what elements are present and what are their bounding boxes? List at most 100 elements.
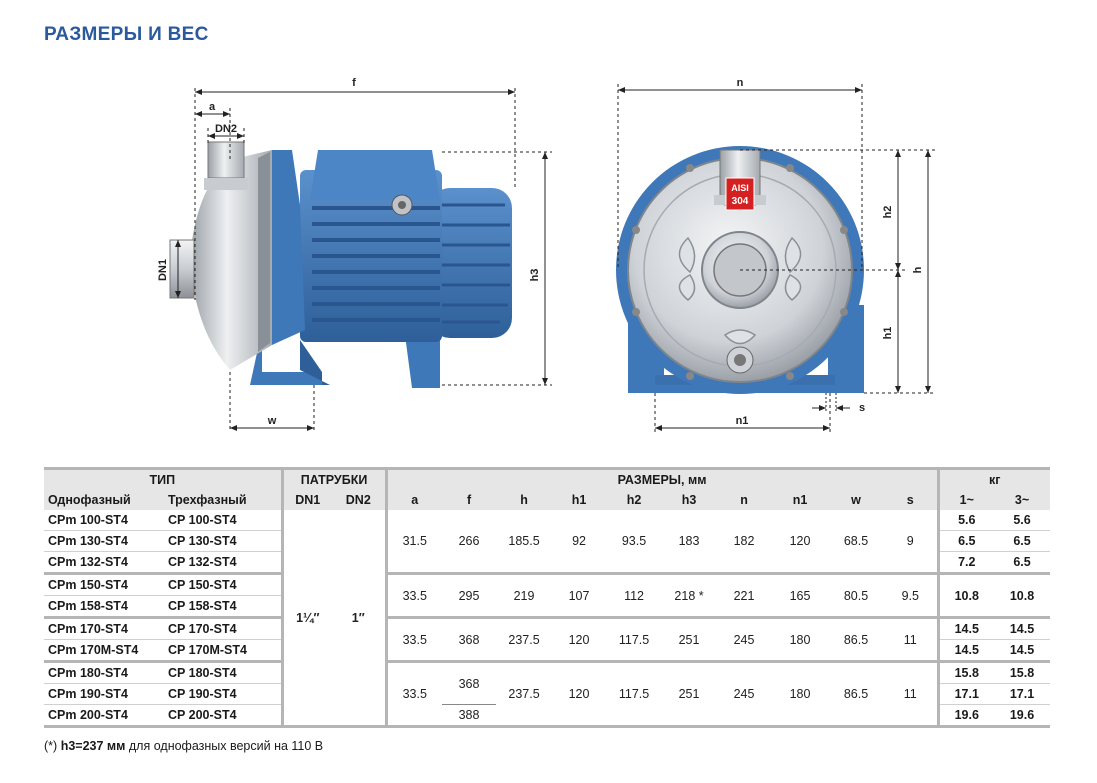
svg-text:304: 304 xyxy=(732,196,749,207)
dim-h: 219 xyxy=(496,573,553,619)
dim-w: 80.5 xyxy=(828,573,885,619)
dim-h1: 92 xyxy=(552,510,607,575)
dim-h2: 112 xyxy=(606,573,663,619)
model-three-phase: CP 200-ST4 xyxy=(164,704,283,728)
dim-h: 185.5 xyxy=(496,510,553,575)
model-single-phase: CPm 180-ST4 xyxy=(44,661,164,684)
model-three-phase: CP 130-ST4 xyxy=(164,530,283,552)
model-single-phase: CPm 170-ST4 xyxy=(44,617,164,640)
dim-h3: 183 xyxy=(662,510,717,575)
dim-h1: 120 xyxy=(552,617,607,663)
weight-1ph: 19.6 xyxy=(936,704,995,728)
dim-w: 68.5 xyxy=(828,510,885,575)
dim-n: 245 xyxy=(716,617,773,663)
table-row: CPm 100-ST4 CP 100-ST4 1¼″ 1″ 31.5 266 1… xyxy=(44,510,1051,728)
dim-s: 11 xyxy=(884,617,939,663)
dim-n: 182 xyxy=(716,510,773,575)
weight-3ph: 5.6 xyxy=(994,510,1051,531)
dim-n1-label: n1 xyxy=(736,415,749,427)
weight-3ph: 19.6 xyxy=(994,704,1051,728)
dim-h: 237.5 xyxy=(496,617,553,663)
table-row: CPm 190-ST4 CP 190-ST4 17.1 17.1 xyxy=(44,683,1051,705)
col-header-dn1: DN1 xyxy=(280,490,333,510)
dim-h3: 251 xyxy=(662,617,717,663)
front-view-dimensions xyxy=(617,84,935,432)
dim-n1: 180 xyxy=(772,617,829,663)
dim-h2-label: h2 xyxy=(882,206,894,219)
dim-h1: 107 xyxy=(552,573,607,619)
table-row: CPm 180-ST4 CP 180-ST4 33.5 368 237.5 12… xyxy=(44,661,1051,728)
table-row: CPm 150-ST4 CP 150-ST4 33.5 295 219 107 … xyxy=(44,573,1051,619)
side-view-pump xyxy=(169,141,512,388)
col-header-w: w xyxy=(828,490,885,510)
weight-3ph: 17.1 xyxy=(994,683,1051,705)
footnote: (*) h3=237 мм для однофазных версий на 1… xyxy=(44,739,323,753)
page-title: РАЗМЕРЫ И ВЕС xyxy=(44,24,209,45)
dn2-value: 1″ xyxy=(332,510,387,728)
weight-3ph: 10.8 xyxy=(994,573,1051,619)
dim-h3-label: h3 xyxy=(529,269,541,282)
dim-h: 237.5 xyxy=(496,661,553,728)
dim-f: 388 xyxy=(442,704,497,728)
model-single-phase: CPm 132-ST4 xyxy=(44,551,164,575)
svg-text:AISI: AISI xyxy=(731,183,749,193)
dim-f: 368 xyxy=(442,661,497,705)
weight-3ph: 14.5 xyxy=(994,639,1051,663)
weight-1ph: 17.1 xyxy=(936,683,995,705)
dim-a: 33.5 xyxy=(384,617,443,663)
col-header-n1: n1 xyxy=(772,490,829,510)
dim-h3: 218 * xyxy=(662,573,717,619)
dim-h3: 251 xyxy=(662,661,717,728)
model-three-phase: CP 190-ST4 xyxy=(164,683,283,705)
dim-f: 368 xyxy=(442,617,497,663)
dim-n-label: n xyxy=(737,77,744,89)
col-header-s: s xyxy=(884,490,939,510)
col-header-n: n xyxy=(716,490,773,510)
dim-h1: 120 xyxy=(552,661,607,728)
model-single-phase: CPm 190-ST4 xyxy=(44,683,164,705)
table-row: CPm 200-ST4 CP 200-ST4 388 19.6 19.6 xyxy=(44,704,1051,728)
table-row: CPm 158-ST4 CP 158-ST4 xyxy=(44,595,1050,619)
table-row: CPm 130-ST4 CP 130-ST4 6.5 6.5 xyxy=(44,530,1051,552)
col-header-h: h xyxy=(496,490,553,510)
dn1-value: 1¼″ xyxy=(280,510,333,728)
col-header-a: a xyxy=(384,490,443,510)
dim-n1: 165 xyxy=(772,573,829,619)
table-row: CPm 132-ST4 CP 132-ST4 7.2 6.5 xyxy=(44,551,1051,575)
dim-s-label: s xyxy=(859,402,865,414)
dim-a: 31.5 xyxy=(384,510,443,575)
weight-1ph: 14.5 xyxy=(936,617,995,640)
model-single-phase: CPm 200-ST4 xyxy=(44,704,164,728)
dim-a: 33.5 xyxy=(384,573,443,619)
model-single-phase: CPm 150-ST4 xyxy=(44,573,164,596)
dim-h2: 117.5 xyxy=(606,617,663,663)
weight-1ph: 15.8 xyxy=(936,661,995,684)
dim-w-label: w xyxy=(267,415,277,427)
dim-dn2-label: DN2 xyxy=(215,123,237,135)
aisi-304-badge: AISI 304 xyxy=(725,177,755,211)
weight-1ph: 5.6 xyxy=(936,510,995,531)
model-three-phase: CP 158-ST4 xyxy=(164,595,283,619)
dim-w: 86.5 xyxy=(828,661,885,728)
dimensions-weight-table: ТИП ПАТРУБКИ РАЗМЕРЫ, мм кг Однофазный Т… xyxy=(44,467,1051,728)
model-three-phase: CP 150-ST4 xyxy=(164,573,283,596)
dimensions-group-header: РАЗМЕРЫ, мм xyxy=(384,467,939,490)
col-header-f: f xyxy=(442,490,497,510)
model-three-phase: CP 100-ST4 xyxy=(164,510,283,531)
weight-1ph: 10.8 xyxy=(936,573,995,619)
dim-n1: 180 xyxy=(772,661,829,728)
ports-group-header: ПАТРУБКИ xyxy=(280,467,387,490)
dimension-drawing: AISI 304 f a DN2 DN1 h3 w xyxy=(157,77,935,432)
footnote-prefix: (*) xyxy=(44,739,58,753)
model-single-phase: CPm 100-ST4 xyxy=(44,510,164,531)
dim-f-label: f xyxy=(352,77,356,89)
table-row: CPm 170-ST4 CP 170-ST4 33.5 368 237.5 12… xyxy=(44,617,1051,663)
side-view-dimensions xyxy=(175,88,552,432)
dim-s: 11 xyxy=(884,661,939,728)
model-single-phase: CPm 170M-ST4 xyxy=(44,639,164,663)
weight-group-header: кг xyxy=(936,467,1051,490)
col-header-weight-3ph: 3~ xyxy=(994,490,1051,510)
weight-1ph: 6.5 xyxy=(936,530,995,552)
weight-1ph: 7.2 xyxy=(936,551,995,575)
footnote-text: для однофазных версий на 110 В xyxy=(128,739,324,753)
